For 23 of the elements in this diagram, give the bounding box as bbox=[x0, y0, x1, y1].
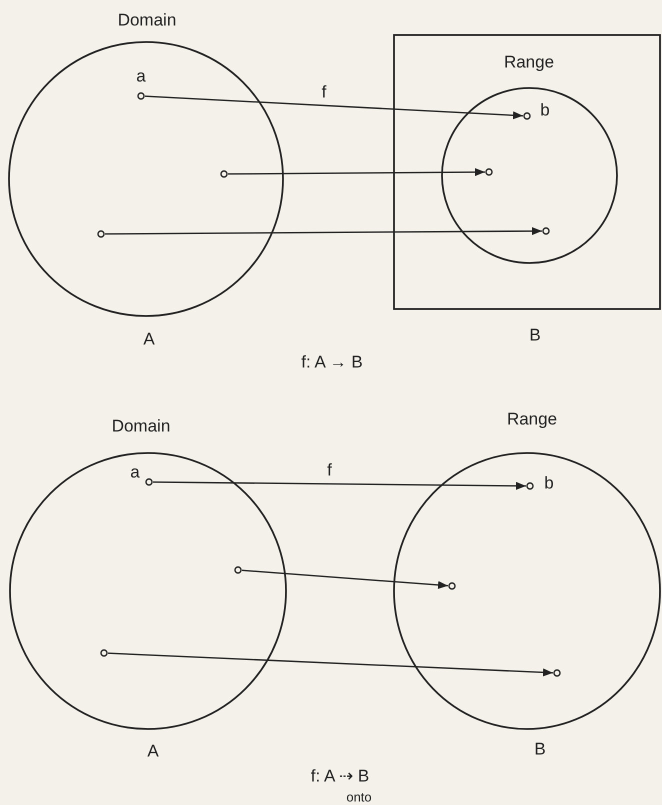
arrow bbox=[153, 481, 526, 490]
formula-label: f: A → B bbox=[301, 354, 363, 370]
set-name: A bbox=[147, 742, 159, 760]
arrow bbox=[105, 227, 542, 236]
set-title: Domain bbox=[118, 12, 176, 28]
annotation-label: onto bbox=[346, 790, 372, 804]
set-name: A bbox=[143, 330, 155, 348]
set-title: Domain bbox=[112, 418, 170, 434]
element-label: b bbox=[544, 474, 554, 492]
edge-label: f bbox=[322, 84, 326, 100]
set-title: Range bbox=[504, 54, 554, 70]
edge-label: f bbox=[327, 462, 332, 478]
set-name: B bbox=[534, 740, 546, 758]
arrow bbox=[228, 168, 485, 176]
element-label: a bbox=[130, 464, 140, 480]
set-title: Range bbox=[506, 410, 558, 428]
element-label: a bbox=[136, 68, 146, 84]
arrow bbox=[108, 652, 554, 676]
element-label: b bbox=[540, 102, 550, 118]
arrow bbox=[144, 96, 524, 120]
set-name: B bbox=[529, 326, 541, 344]
arrow bbox=[242, 570, 448, 589]
formula-label: f: A ⇢ B bbox=[310, 768, 370, 784]
